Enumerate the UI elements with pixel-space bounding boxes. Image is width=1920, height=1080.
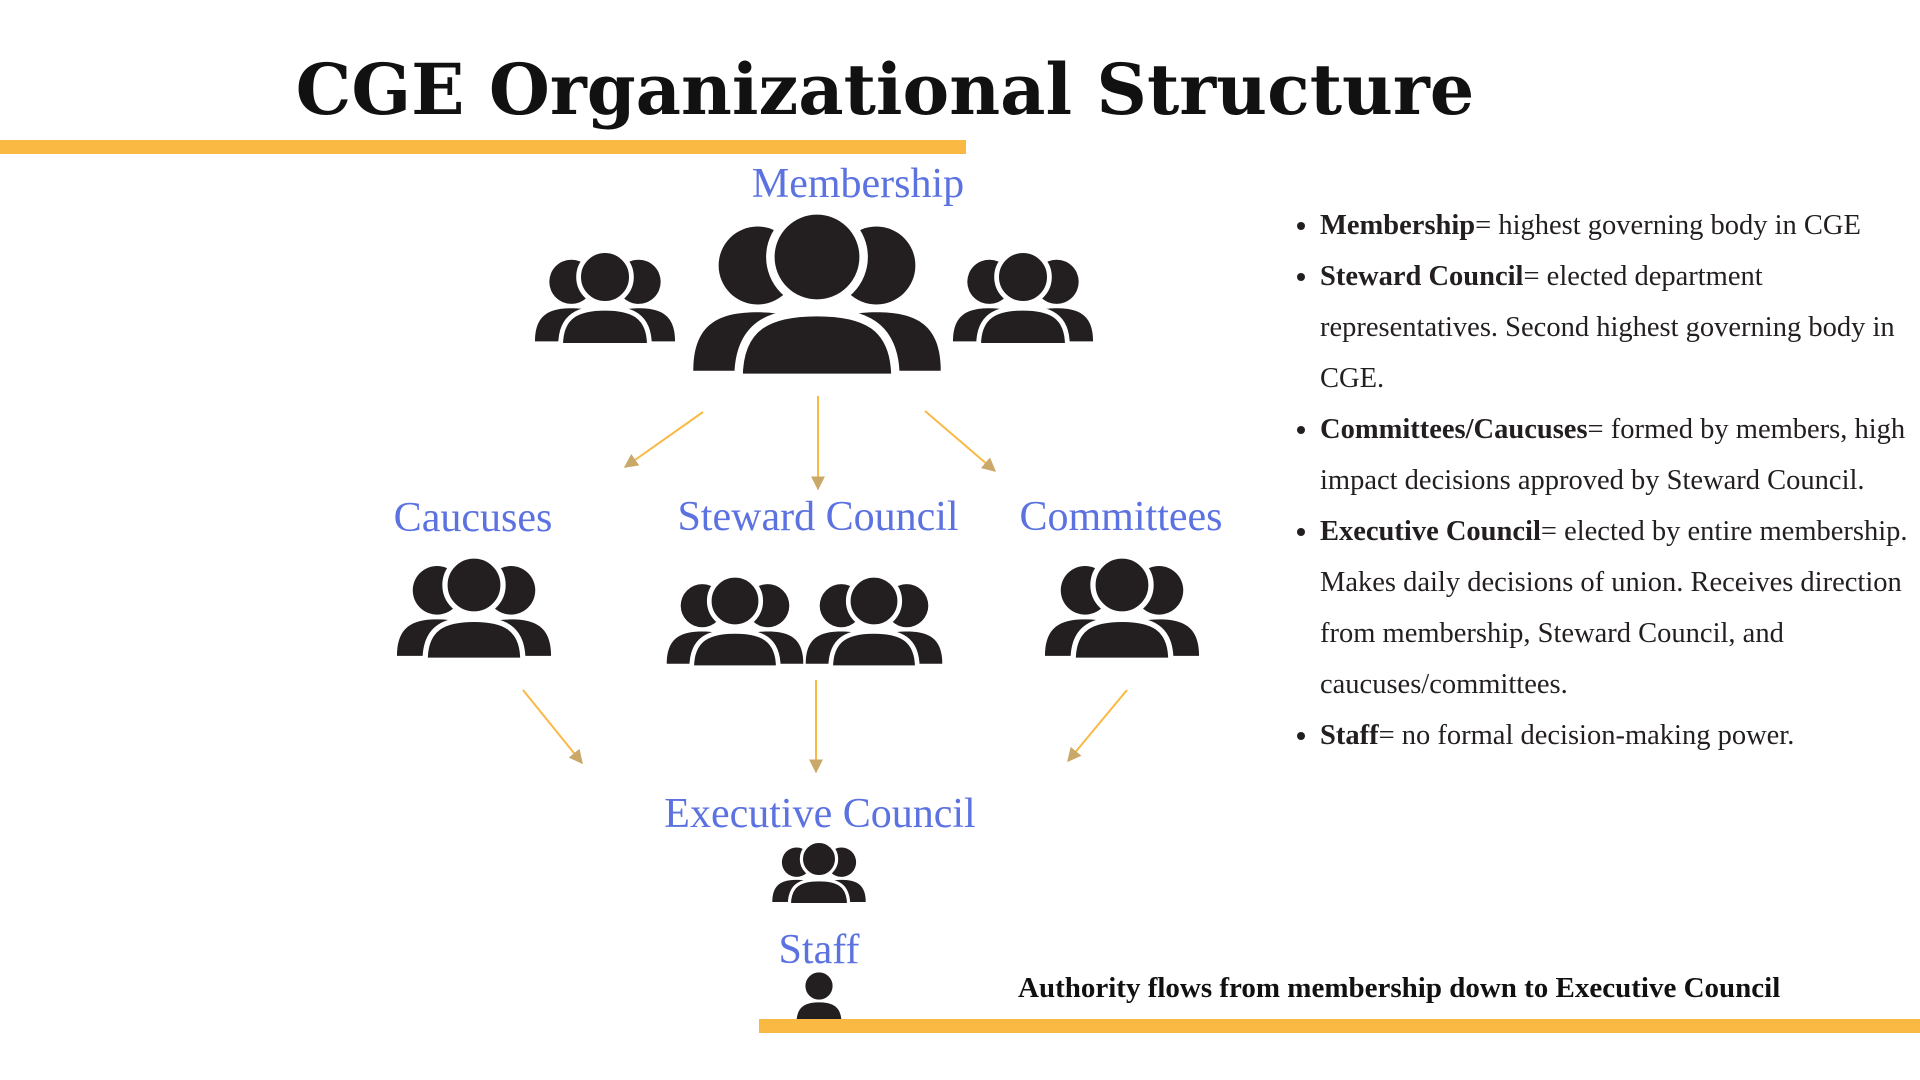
arrow-membership-to-caucuses <box>623 411 704 468</box>
legend-list: Membership= highest governing body in CG… <box>1290 200 1920 761</box>
legend-desc: = elected department representatives. Se… <box>1320 261 1895 394</box>
legend-desc: = highest governing body in CGE <box>1475 210 1861 241</box>
staff-label: Staff <box>778 927 860 973</box>
membership-label: Membership <box>751 161 965 207</box>
membership-icon-right <box>953 251 1093 346</box>
legend-desc: = elected by entire membership. Makes da… <box>1320 516 1908 700</box>
membership-icon-left <box>535 251 675 346</box>
legend-desc: = formed by members, high impact decisio… <box>1320 414 1906 496</box>
legend-item-steward-council: Steward Council= elected department repr… <box>1320 251 1920 404</box>
executive-council-label: Executive Council <box>664 791 976 837</box>
legend-item-staff: Staff= no formal decision-making power. <box>1320 710 1920 761</box>
legend-item-membership: Membership= highest governing body in CG… <box>1320 200 1920 251</box>
legend-term: Steward Council <box>1320 261 1524 292</box>
arrow-committees-to-executive-council <box>1067 689 1128 763</box>
legend-item-executive-council: Executive Council= elected by entire mem… <box>1320 506 1920 710</box>
executive-council-icon <box>772 841 865 904</box>
legend-term: Staff <box>1320 720 1379 751</box>
arrow-caucuses-to-executive-council <box>522 689 583 765</box>
caucuses-label: Caucuses <box>393 495 553 541</box>
steward-council-icon-left <box>667 575 804 667</box>
legend-desc: = no formal decision-making power. <box>1378 720 1795 751</box>
staff-icon <box>796 972 842 1023</box>
committees-label: Committees <box>1019 494 1223 540</box>
steward-council-icon-right <box>806 575 943 667</box>
membership-icon-main <box>693 210 940 377</box>
committees-icon <box>1045 556 1199 660</box>
caucuses-icon <box>397 556 551 660</box>
footer-note: Authority flows from membership down to … <box>1018 972 1781 1004</box>
steward-council-label: Steward Council <box>677 494 959 540</box>
legend-term: Membership <box>1320 210 1476 241</box>
title-underline-bar <box>0 140 966 154</box>
legend-term: Committees/Caucuses <box>1320 414 1588 445</box>
arrow-membership-to-committees <box>924 410 997 472</box>
footer-underline-bar <box>759 1019 1920 1033</box>
legend-item-committees-caucuses: Committees/Caucuses= formed by members, … <box>1320 404 1920 506</box>
legend-term: Executive Council <box>1320 516 1541 547</box>
page-title: CGE Organizational Structure <box>295 48 1475 131</box>
